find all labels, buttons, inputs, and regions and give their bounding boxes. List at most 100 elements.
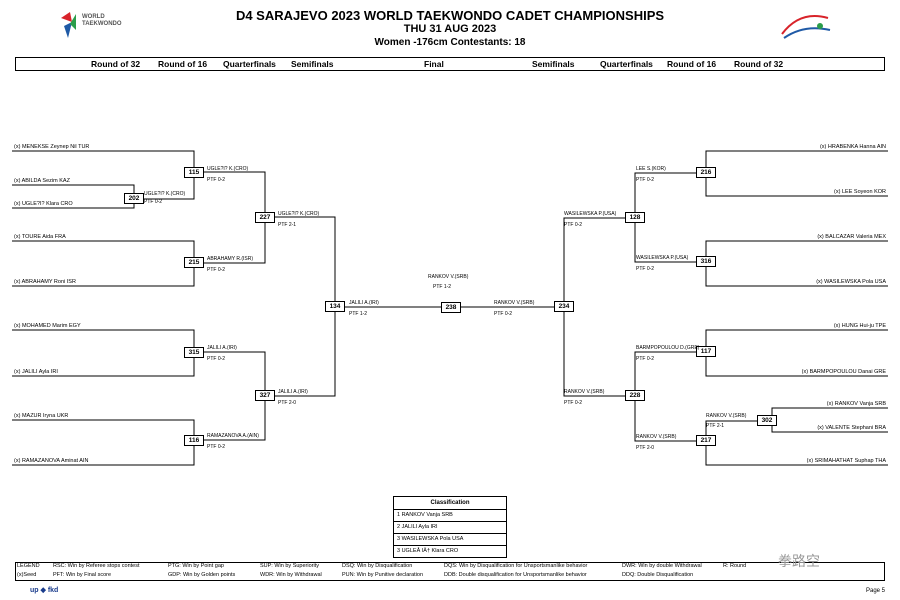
competitor-name: (x) VALENTE Stephani BRA [817,425,886,431]
legend-item: LEGEND [17,563,40,569]
event-date: THU 31 AUG 2023 [403,23,497,35]
match-score: PTF 0-2 [564,222,583,228]
logo-text-world: WORLD [82,14,105,20]
match-score: PTF 0-2 [636,177,655,183]
match-number-box[interactable]: 238 [441,302,461,313]
federation-logo: up ◆ fkd [30,587,59,594]
round-label: Semifinals [291,59,334,69]
match-number-box[interactable]: 128 [625,212,645,223]
watermark-text: 拳路空 [778,553,820,569]
competitor-name: (x) JALILI Ayla IRI [14,369,58,375]
match-winner: ABRAHAMY R.(ISR) [207,256,254,262]
match-number-box[interactable]: 217 [696,435,716,446]
competitor-name: (x) LEE Soyeon KOR [834,189,886,195]
match-winner: BARMPOPOULOU D.(GRE) [636,345,700,351]
competitor-name: (x) RANKOV Vanja SRB [826,401,886,407]
legend-item: GDP: Win by Golden points [168,572,236,578]
legend-item: DQS: Win by Disqualification for Unsport… [444,563,588,569]
competitor-name: (x) HRABENKA Hanna AIN [819,144,886,150]
match-number-box[interactable]: 216 [696,167,716,178]
match-number-box[interactable]: 315 [184,347,204,358]
competitor-name: (x) BALCAZAR Valeria MEX [817,234,886,240]
match-winner: JALILI A.(IRI) [349,300,379,306]
match-score: PTF 2-1 [278,222,297,228]
classification-table: Classification 1 RANKOV Vanja SRB 2 JALI… [393,496,507,558]
match-number-box[interactable]: 228 [625,390,645,401]
legend-item: (x)Seed [17,572,37,578]
legend-item: SUP: Win by Superiority [260,563,319,569]
competitor-name: (x) WASILEWSKA Pola USA [816,279,886,285]
logo-text-taekwondo: TAEKWONDO [82,21,122,27]
legend-item: DDQ: Double Disqualification [622,572,694,578]
final-score: PTF 1-2 [433,284,452,290]
match-number-box[interactable]: 234 [554,301,574,312]
match-winner: RANKOV V.(SRB) [494,300,535,306]
competitor-name: (x) UGLE?I? Klara CRO [14,201,73,207]
match-number-box[interactable]: 202 [124,193,144,204]
competitor-name: (x) ABILDA Sezim KAZ [14,178,70,184]
championship-logo [770,8,840,44]
rounds-header-bar [15,57,885,71]
match-number-box[interactable]: 227 [255,212,275,223]
match-score: PTF 0-2 [207,177,226,183]
match-number-box[interactable]: 327 [255,390,275,401]
match-number-box[interactable]: 117 [696,346,716,357]
match-winner: UGLE?I? K.(CRO) [278,211,320,217]
match-score: PTF 1-2 [349,311,368,317]
legend-box [15,562,885,581]
competitor-name: (x) MAZUR Iryna UKR [14,413,69,419]
round-label: Quarterfinals [223,59,276,69]
legend-item: PFT: Win by Final score [53,572,112,578]
legend-item: DSQ: Win by Disqualification [342,563,413,569]
match-winner: RANKOV V.(SRB) [706,413,747,419]
match-number-box[interactable]: 116 [184,435,204,446]
match-score: PTF 0-2 [636,266,655,272]
competitor-name: (x) ABRAHAMY Roni ISR [14,279,76,285]
match-score: PTF 2-0 [278,400,297,406]
match-winner: RANKOV V.(SRB) [564,389,605,395]
round-label: Round of 16 [158,59,208,69]
match-number-box[interactable]: 115 [184,167,204,178]
round-label: Final [424,59,444,69]
classification-row: 2 JALILI Ayla IRI [394,522,506,534]
legend-item: DWR: Win by double Withdrawal [622,563,702,569]
match-number-box[interactable]: 134 [325,301,345,312]
match-winner: UGLE?I? K.(CRO) [144,191,186,197]
weight-category: Women -176cm Contestants: 18 [374,37,526,48]
legend-item: WDR: Win by Withdrawal [260,572,322,578]
world-taekwondo-logo: WORLD TAEKWONDO [58,8,128,44]
competitor-name: (x) MENEKSE Zeynep Nil TUR [14,144,90,150]
match-score: PTF 0-2 [207,444,226,450]
round-label: Semifinals [532,59,575,69]
round-label: Round of 16 [667,59,717,69]
match-number-box[interactable]: 302 [757,415,777,426]
match-score: PTF 0-2 [494,311,513,317]
match-winner: WASILEWSKA P.(USA) [636,255,689,261]
match-score: PTF 0-2 [144,199,163,205]
match-winner: RANKOV V.(SRB) [636,434,677,440]
match-winner: JALILI A.(IRI) [278,389,308,395]
competitor-name: (x) MOHAMED Marim EGY [14,323,81,329]
classification-row: 3 UGLEÅ IÄ† Klara CRO [397,548,459,554]
match-winner: WASILEWSKA P.(USA) [564,211,617,217]
competitor-name: (x) SRIMAHATHAT Suphap THA [806,458,886,464]
match-score: PTF 0-2 [207,356,226,362]
competitor-name: (x) BARMPOPOULOU Danai GRE [801,369,886,375]
round-label: Quarterfinals [600,59,653,69]
legend-item: PUN: Win by Punitive declaration [342,572,424,578]
match-winner: UGLE?I? K.(CRO) [207,166,249,172]
match-score: PTF 0-2 [636,356,655,362]
classification-row: 1 RANKOV Vanja SRB [394,510,506,522]
match-score: PTF 0-2 [207,267,226,273]
competitor-name: (x) RAMAZANOVA Aminat AIN [14,458,89,464]
round-label: Round of 32 [734,59,784,69]
event-title: D4 SARAJEVO 2023 WORLD TAEKWONDO CADET C… [235,8,665,23]
page-number: Page 5 [866,588,886,594]
match-number-box[interactable]: 215 [184,257,204,268]
legend-item: PTG: Win by Point gap [168,563,224,569]
classification-heading: Classification [394,497,506,510]
match-number-box[interactable]: 316 [696,256,716,267]
match-winner: JALILI A.(IRI) [207,345,237,351]
match-score: PTF 0-2 [564,400,583,406]
